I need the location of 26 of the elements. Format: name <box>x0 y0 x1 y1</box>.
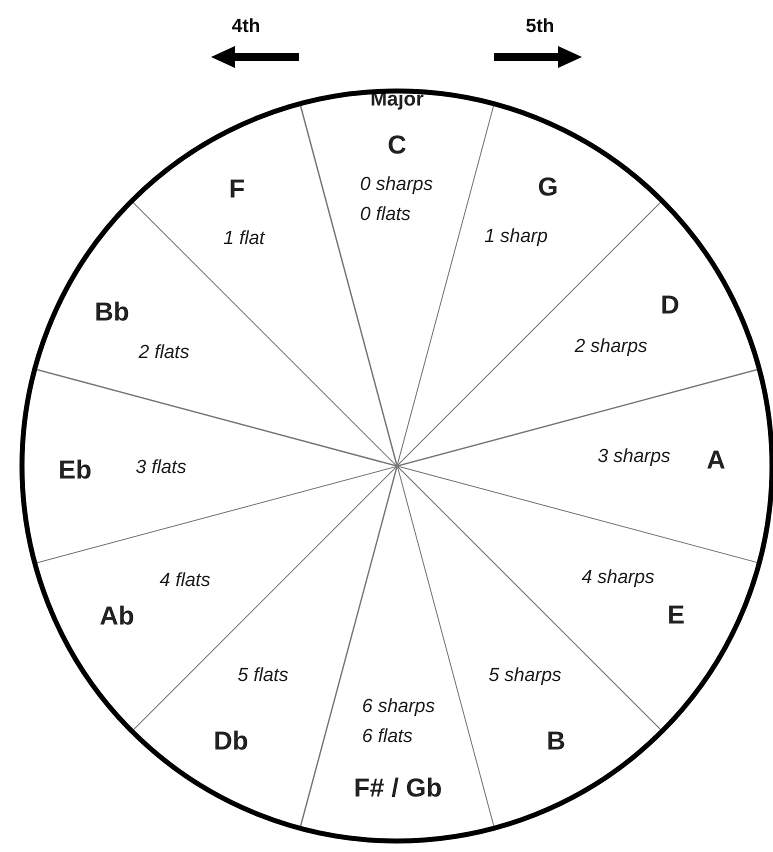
key-name: E <box>667 600 685 630</box>
key-signature: 0 sharps 0 flats <box>360 173 434 227</box>
key-signature: 6 sharps 6 flats <box>362 695 436 749</box>
key-signature: 3 flats <box>136 456 186 479</box>
key-name: G <box>538 171 558 202</box>
key-name: D <box>660 289 680 320</box>
key-name: F# / Gb <box>354 772 442 804</box>
key-signature: 1 flat <box>223 228 265 250</box>
key-name: Db <box>214 726 248 756</box>
key-name: F <box>229 173 245 204</box>
key-signature: 2 sharps <box>574 336 648 358</box>
key-signature: 5 sharps <box>488 665 562 687</box>
key-name: A <box>706 444 726 476</box>
key-signature: 5 flats <box>238 665 288 687</box>
key-name: Eb <box>58 454 92 486</box>
interval-label: 4th <box>232 16 260 38</box>
key-name: B <box>546 726 566 756</box>
key-name: C <box>388 130 406 160</box>
key-name: Bb <box>94 296 130 328</box>
key-signature: 3 sharps <box>598 446 670 468</box>
key-signature: 4 sharps <box>582 567 654 589</box>
key-name: Ab <box>100 600 134 632</box>
key-signature: 1 sharp <box>484 226 548 248</box>
interval-label: 5th <box>526 16 554 38</box>
key-signature: 2 flats <box>138 342 190 364</box>
key-signature: 4 flats <box>160 570 210 592</box>
